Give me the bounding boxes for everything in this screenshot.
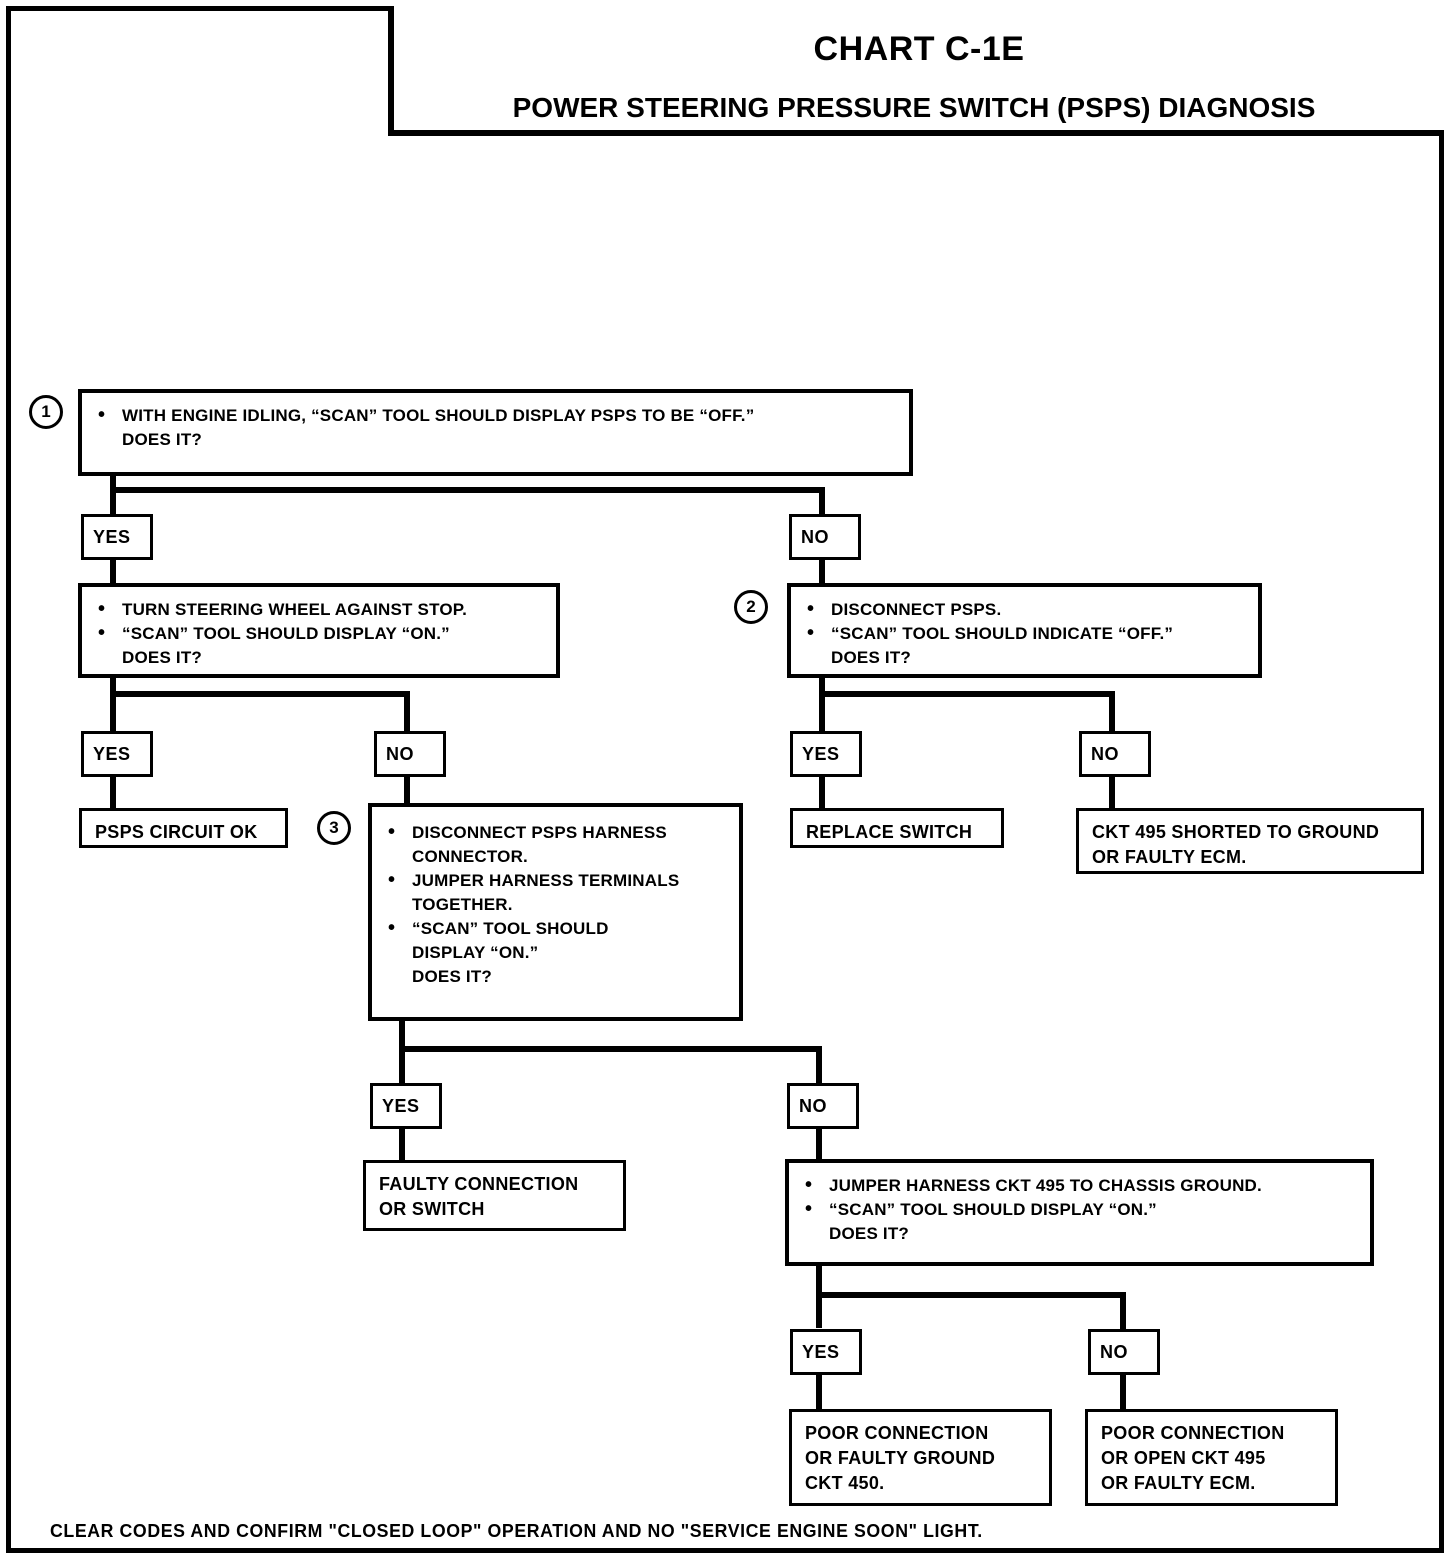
branch-label-no-jumper: NO [1088,1329,1160,1375]
connector-jumper-bus [816,1292,1126,1298]
node-replace-switch: REPLACE SWITCH [790,808,1004,848]
connector-yes-to-faulty [399,1127,405,1161]
node-ckt495-shorted-text: CKT 495 SHORTED TO GROUND OR FAULTY ECM. [1092,822,1380,867]
branch-label-yes-turnwheel: YES [81,731,153,777]
node-step1-bullets: WITH ENGINE IDLING, “SCAN” TOOL SHOULD D… [82,393,909,460]
title-block: CHART C-1E POWER STEERING PRESSURE SWITC… [388,6,1444,136]
bullet: WITH ENGINE IDLING, “SCAN” TOOL SHOULD D… [88,403,899,452]
bullet: DISCONNECT PSPS. [797,597,1248,622]
bullet: “SCAN” TOOL SHOULD INDICATE “OFF.” DOES … [797,621,1248,670]
node-poor-connection-open: POOR CONNECTION OR OPEN CKT 495 OR FAULT… [1085,1409,1338,1506]
connector-step3-bus [399,1046,822,1052]
connector-step1-bus [110,487,825,493]
connector-yes1-to-turnwheel [110,558,116,586]
connector-yes-to-psps-ok [110,775,116,809]
branch-label-yes-step3: YES [370,1083,442,1129]
page-border [6,6,1444,1553]
branch-label-yes-step2: YES [790,731,862,777]
chart-id: CHART C-1E [813,30,1025,68]
connector-step1-no-drop [819,487,825,515]
node-poor-connection-ground-text: POOR CONNECTION OR FAULTY GROUND CKT 450… [805,1423,996,1493]
footer-note: CLEAR CODES AND CONFIRM "CLOSED LOOP" OP… [50,1521,983,1541]
connector-step2-bus [819,691,1115,697]
connector-jumper-no-drop [1120,1292,1126,1330]
connector-no-to-step3 [404,775,410,803]
bullet: JUMPER HARNESS TERMINALS TOGETHER. [378,868,729,917]
node-poor-connection-open-text: POOR CONNECTION OR OPEN CKT 495 OR FAULT… [1101,1423,1285,1493]
branch-label-no-turnwheel: NO [374,731,446,777]
node-faulty-connection-text: FAULTY CONNECTION OR SWITCH [379,1174,579,1219]
node-step2-bullets: DISCONNECT PSPS. “SCAN” TOOL SHOULD INDI… [791,587,1258,678]
bullet: “SCAN” TOOL SHOULD DISPLAY “ON.” DOES IT… [795,1197,1360,1246]
connector-yes-to-poor-ground [816,1373,822,1411]
node-psps-circuit-ok: PSPS CIRCUIT OK [79,808,288,848]
connector-step2-no-drop [1109,691,1115,733]
branch-label-yes-jumper: YES [790,1329,862,1375]
node-jumper-ground: JUMPER HARNESS CKT 495 TO CHASSIS GROUND… [785,1159,1374,1266]
node-psps-circuit-ok-text: PSPS CIRCUIT OK [95,822,258,842]
node-step1: WITH ENGINE IDLING, “SCAN” TOOL SHOULD D… [78,389,913,476]
step-circle-1: 1 [29,395,63,429]
chart-subtitle: POWER STEERING PRESSURE SWITCH (PSPS) DI… [512,92,1316,123]
connector-turnwheel-stem [110,678,116,732]
connector-step2-stem [819,678,825,732]
step-circle-3: 3 [317,811,351,845]
node-turn-wheel: TURN STEERING WHEEL AGAINST STOP. “SCAN”… [78,583,560,678]
connector-turnwheel-no-drop [404,691,410,733]
bullet: JUMPER HARNESS CKT 495 TO CHASSIS GROUND… [795,1173,1360,1198]
connector-yes-to-replace [819,775,825,809]
bullet: TURN STEERING WHEEL AGAINST STOP. [88,597,546,622]
node-ckt495-shorted: CKT 495 SHORTED TO GROUND OR FAULTY ECM. [1076,808,1424,874]
bullet: “SCAN” TOOL SHOULD DISPLAY “ON.” DOES IT… [88,621,546,670]
connector-no-to-jumper [816,1127,822,1161]
branch-label-yes-step1: YES [81,514,153,560]
bullet: DISCONNECT PSPS HARNESS CONNECTOR. [378,820,729,869]
connector-turnwheel-bus [110,691,410,697]
node-faulty-connection: FAULTY CONNECTION OR SWITCH [363,1160,626,1231]
step-circle-2: 2 [734,590,768,624]
branch-label-no-step2: NO [1079,731,1151,777]
node-replace-switch-text: REPLACE SWITCH [806,822,973,842]
node-step2: DISCONNECT PSPS. “SCAN” TOOL SHOULD INDI… [787,583,1262,678]
connector-no-to-poor-open [1120,1373,1126,1411]
node-jumper-ground-bullets: JUMPER HARNESS CKT 495 TO CHASSIS GROUND… [789,1163,1370,1254]
branch-label-no-step1: NO [789,514,861,560]
connector-no1-to-step2 [819,558,825,586]
connector-step3-stem [399,1021,405,1083]
branch-label-no-step3: NO [787,1083,859,1129]
node-step3: DISCONNECT PSPS HARNESS CONNECTOR. JUMPE… [368,803,743,1021]
node-poor-connection-ground: POOR CONNECTION OR FAULTY GROUND CKT 450… [789,1409,1052,1506]
connector-no-to-ckt495 [1109,775,1115,809]
node-turn-wheel-bullets: TURN STEERING WHEEL AGAINST STOP. “SCAN”… [82,587,556,678]
connector-step3-no-drop [816,1046,822,1084]
node-step3-bullets: DISCONNECT PSPS HARNESS CONNECTOR. JUMPE… [372,807,739,997]
bullet: “SCAN” TOOL SHOULD DISPLAY “ON.” DOES IT… [378,916,729,989]
connector-step1-stem [110,476,116,514]
